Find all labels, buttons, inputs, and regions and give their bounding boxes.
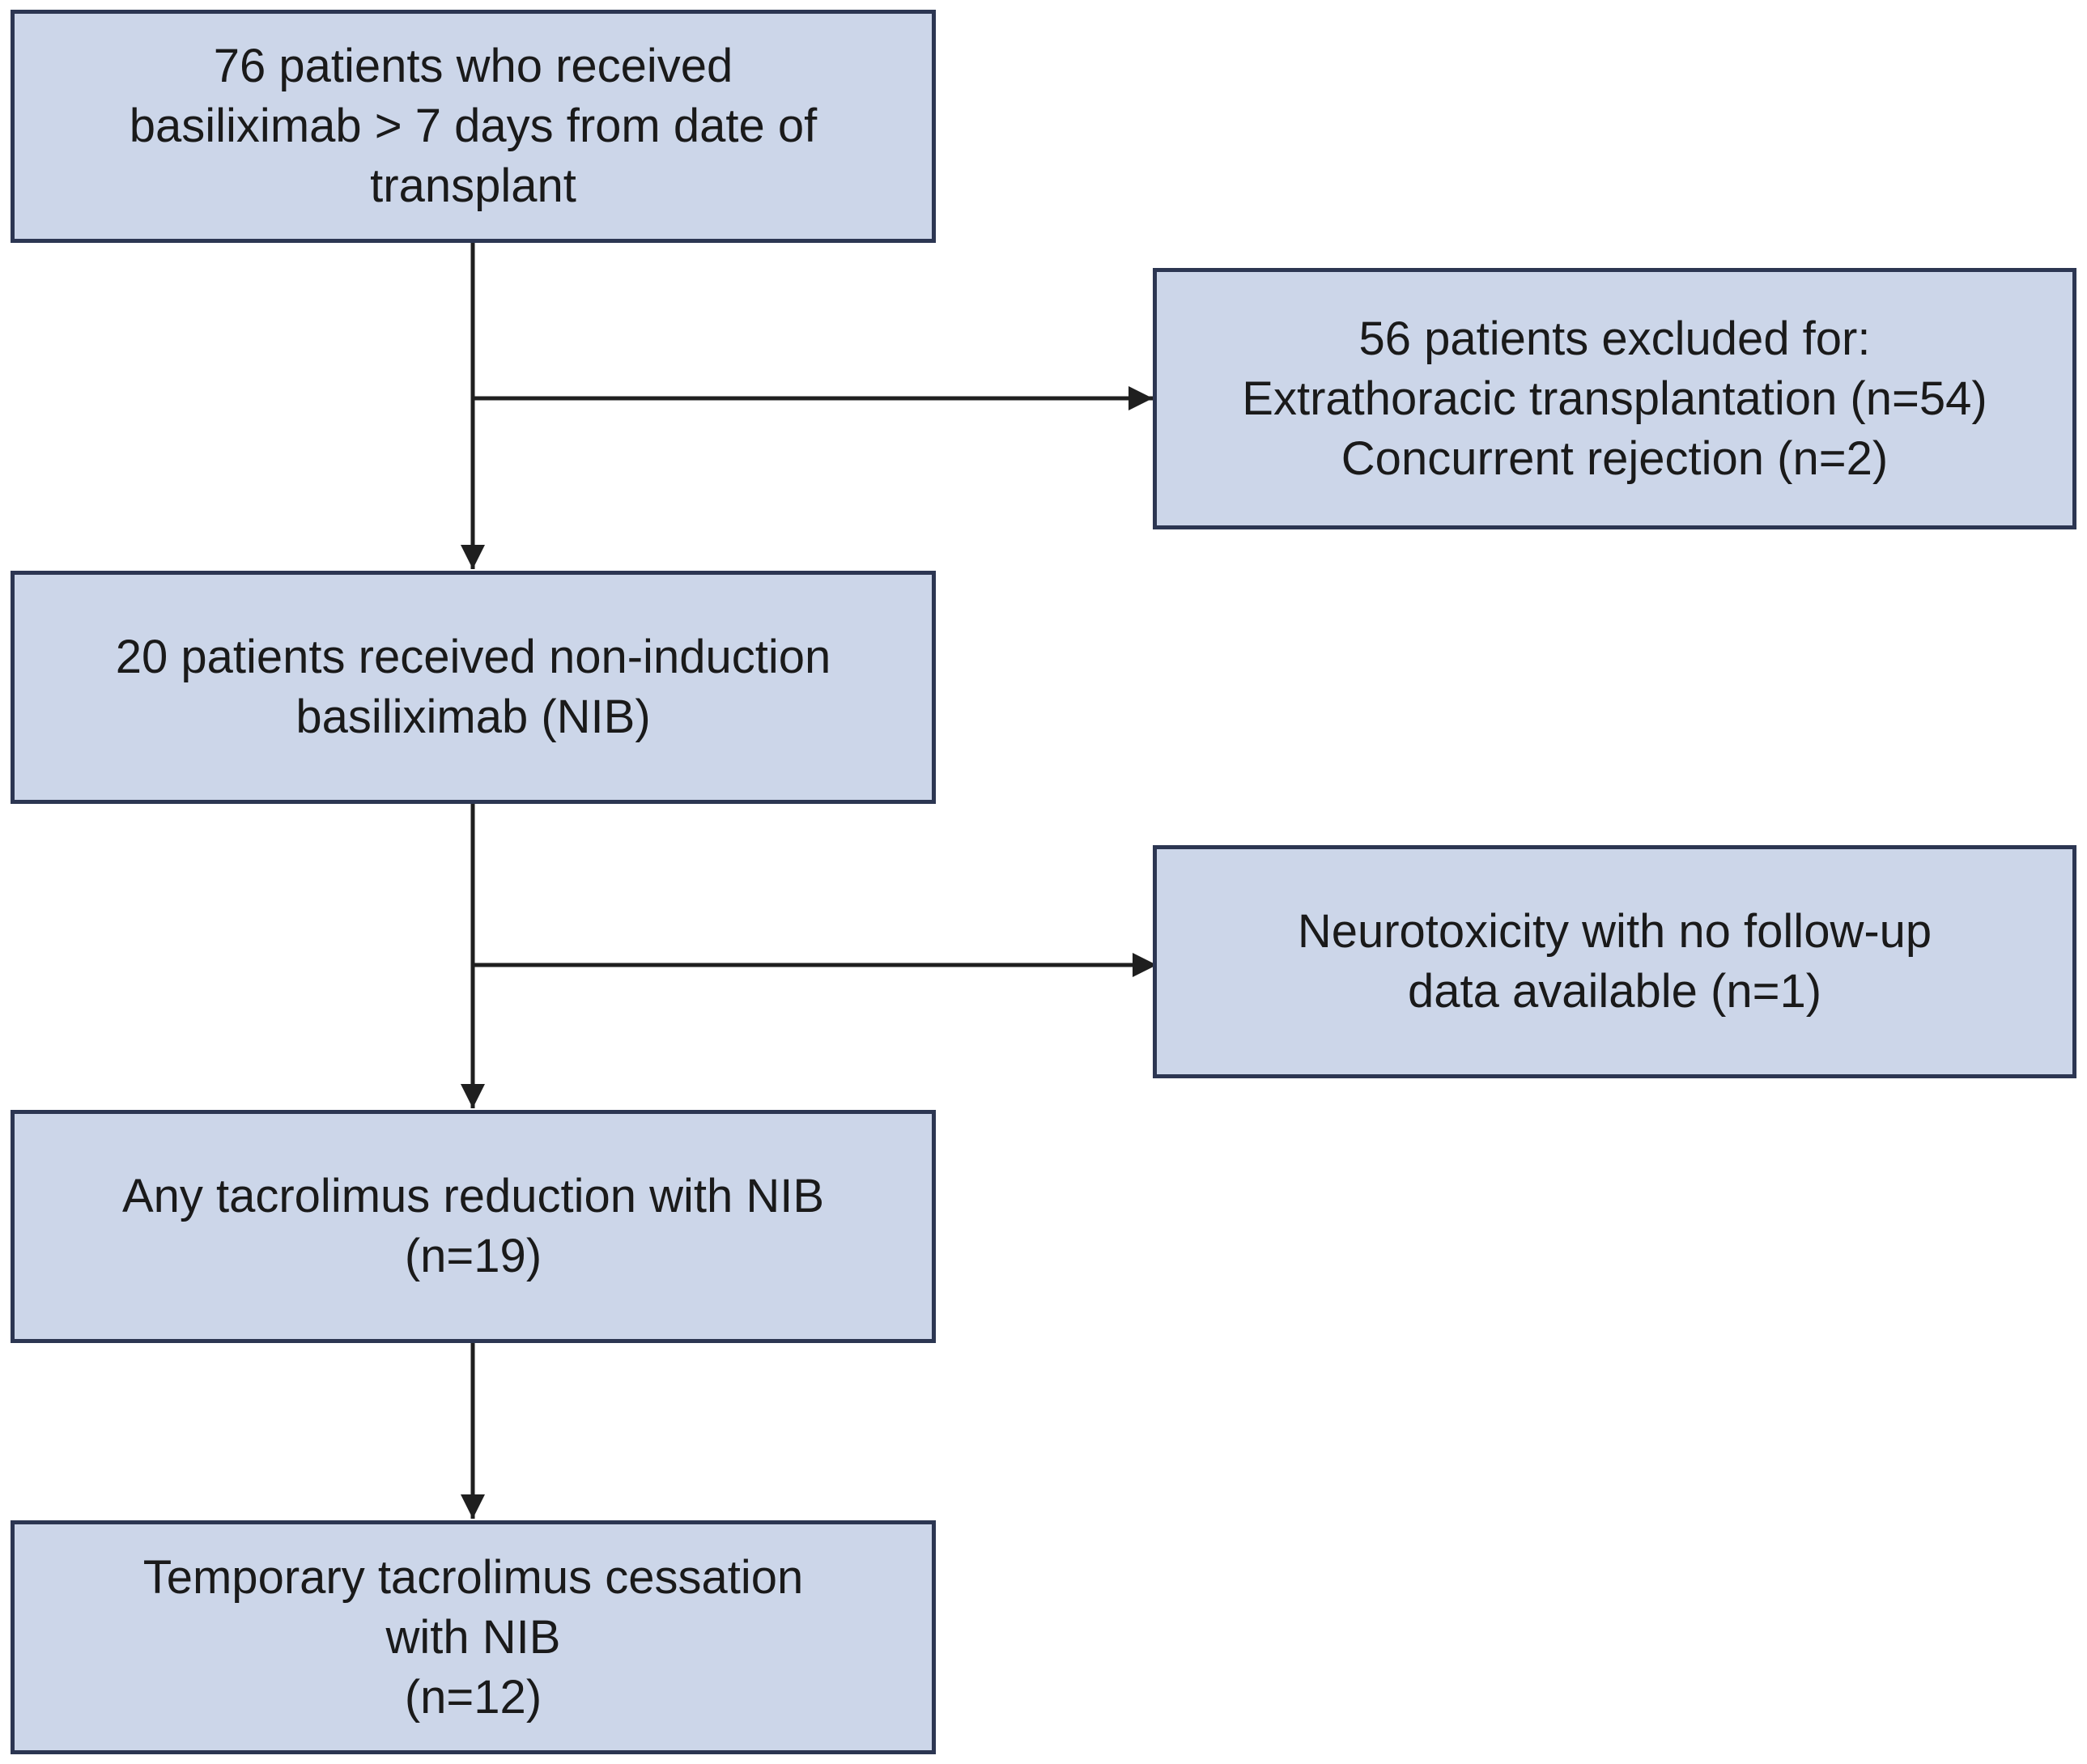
box-initial-line-2: basiliximab > 7 days from date of	[129, 100, 818, 152]
box-excluded: 56 patients excluded for: Extrathoracic …	[1153, 268, 2076, 529]
box-reduction-line-2: (n=19)	[404, 1230, 542, 1282]
box-nib-line-1: 20 patients received non-induction	[115, 631, 831, 683]
box-initial-line-3: transplant	[370, 159, 576, 212]
box-excluded-line-1: 56 patients excluded for:	[1358, 312, 1871, 365]
box-reduction-line-1: Any tacrolimus reduction with NIB	[121, 1170, 825, 1222]
box-neurotoxicity: Neurotoxicity with no follow-up data ava…	[1153, 845, 2076, 1078]
box-cessation-line-3: (n=12)	[404, 1670, 542, 1724]
box-neurotoxicity-line-2: data available (n=1)	[1407, 965, 1822, 1018]
box-excluded-line-3: Concurrent rejection (n=2)	[1341, 431, 1889, 485]
box-nib-cohort: 20 patients received non-induction basil…	[11, 571, 936, 804]
box-nib-line-2: basiliximab (NIB)	[295, 691, 651, 743]
box-tacrolimus-cessation: Temporary tacrolimus cessation with NIB …	[11, 1520, 936, 1754]
box-initial-cohort: 76 patients who received basiliximab > 7…	[11, 10, 936, 243]
box-excluded-line-2: Extrathoracic transplantation (n=54)	[1242, 372, 1987, 425]
box-neurotoxicity-line-1: Neurotoxicity with no follow-up	[1297, 905, 1932, 958]
box-tacrolimus-reduction: Any tacrolimus reduction with NIB (n=19)	[11, 1110, 936, 1343]
box-cessation-line-2: with NIB	[385, 1610, 561, 1664]
box-cessation-line-1: Temporary tacrolimus cessation	[142, 1550, 804, 1604]
box-initial-line-1: 76 patients who received	[213, 40, 733, 92]
